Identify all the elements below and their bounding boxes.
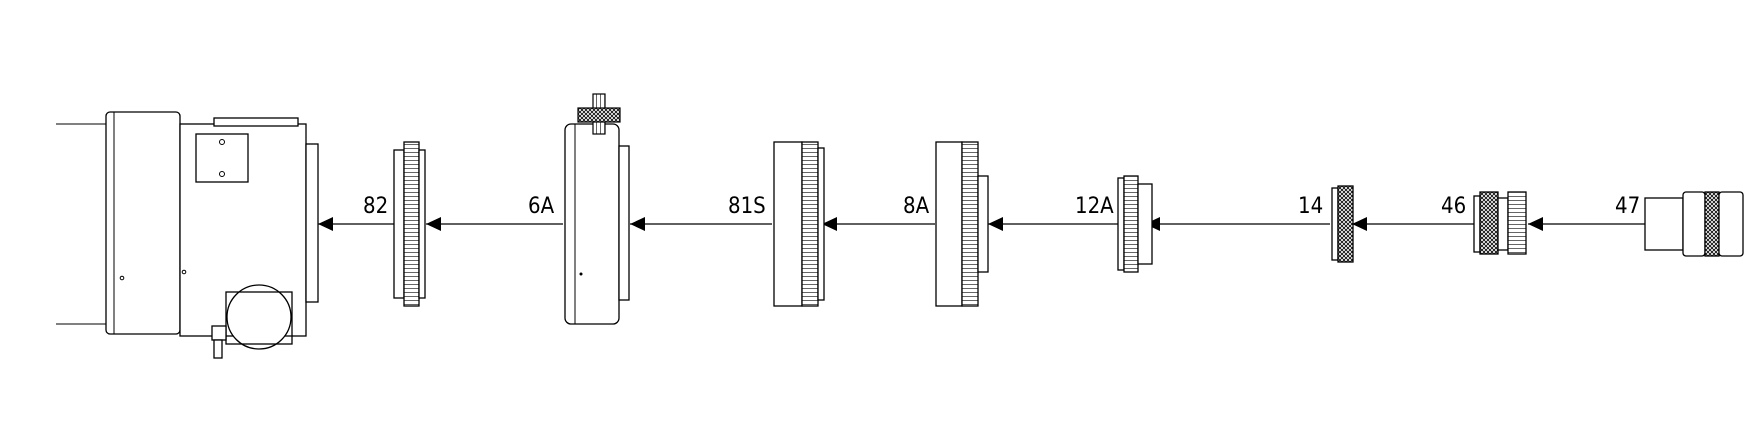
part-label-12A: 12A <box>1075 194 1114 219</box>
part-label-46: 46 <box>1441 194 1466 219</box>
arrow-icon <box>988 217 1003 231</box>
part-label-47: 47 <box>1615 194 1640 219</box>
part-82 <box>393 141 426 307</box>
part-6A <box>564 93 630 325</box>
part-14 <box>1331 185 1354 263</box>
part-8A <box>935 141 989 307</box>
part-81S <box>773 141 825 307</box>
arrow-icon <box>630 217 645 231</box>
part-label-14: 14 <box>1298 194 1323 219</box>
part-label-82: 82 <box>363 194 388 219</box>
arrow-icon <box>822 217 837 231</box>
part-label-6A: 6A <box>528 194 555 219</box>
arrow-icon <box>318 217 333 231</box>
telescope-body <box>56 111 319 359</box>
arrow-icon <box>1528 217 1543 231</box>
part-47 <box>1644 191 1744 257</box>
part-label-81S: 81S <box>728 194 766 219</box>
part-46 <box>1473 191 1527 255</box>
arrow-icon <box>426 217 441 231</box>
part-12A <box>1117 175 1153 273</box>
arrow-icon <box>1352 217 1367 231</box>
part-label-8A: 8A <box>903 194 930 219</box>
